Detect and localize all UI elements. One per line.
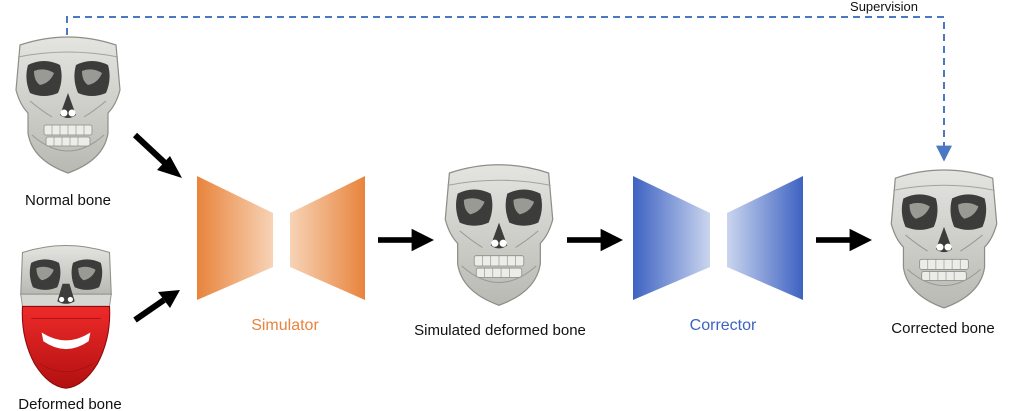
- corrected-bone-image: [890, 169, 998, 309]
- arrow-simulator-to-simulated: [378, 228, 434, 252]
- arrow-deformed-to-simulator: [133, 290, 180, 323]
- simulator-decoder: [290, 176, 365, 300]
- supervision-connector: [66, 16, 952, 162]
- corrector-decoder: [727, 176, 803, 300]
- deformed-bone-image: [20, 244, 112, 389]
- simulator-encoder: [197, 176, 273, 300]
- normal-bone-label: Normal bone: [25, 192, 111, 209]
- corrector-encoder: [633, 176, 710, 300]
- simulated-deformed-bone-label: Simulated deformed bone: [414, 322, 586, 339]
- arrow-corrector-to-corrected: [816, 228, 872, 252]
- normal-bone-image: [15, 36, 121, 174]
- arrow-simulated-to-corrector: [567, 228, 623, 252]
- corrector-network: [633, 176, 803, 300]
- supervision-label: Supervision: [850, 0, 918, 14]
- corrector-label: Corrector: [690, 317, 757, 334]
- simulated-deformed-bone-image: [444, 164, 554, 306]
- arrow-normal-to-simulator: [132, 132, 182, 178]
- simulator-label: Simulator: [251, 317, 319, 334]
- simulator-network: [197, 176, 365, 300]
- corrected-bone-label: Corrected bone: [891, 320, 994, 337]
- deformed-bone-label: Deformed bone: [18, 396, 121, 411]
